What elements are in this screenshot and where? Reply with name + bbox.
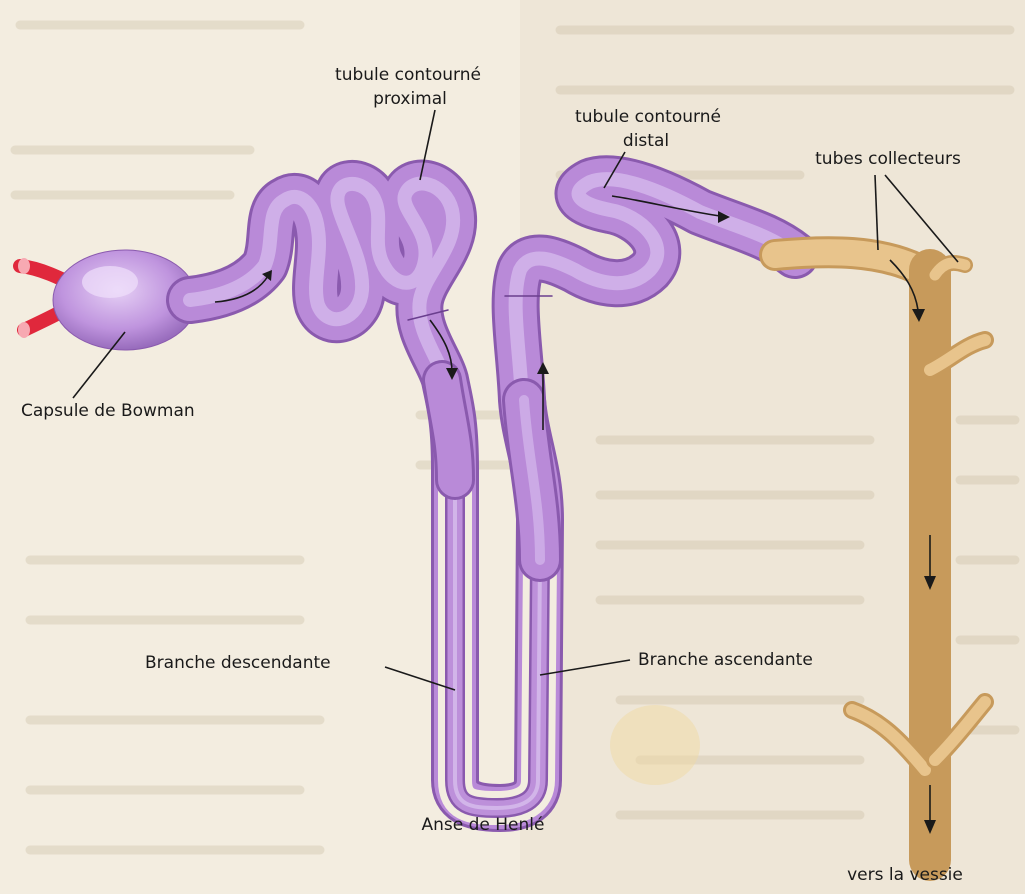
- label-anse-henle: Anse de Henlé: [422, 815, 545, 835]
- label-tubule-proximal-line2: proximal: [373, 89, 447, 109]
- label-tubule-distal-line1: tubule contourné: [575, 107, 721, 127]
- label-vers-vessie: vers la vessie: [847, 865, 963, 885]
- label-branche-ascendante: Branche ascendante: [638, 650, 813, 670]
- label-tubes-collecteurs: tubes collecteurs: [815, 149, 961, 169]
- label-tubule-distal-line2: distal: [623, 131, 669, 151]
- label-capsule-bowman: Capsule de Bowman: [21, 401, 195, 421]
- label-branche-descendante: Branche descendante: [145, 653, 331, 673]
- label-tubule-proximal-line1: tubule contourné: [335, 65, 481, 85]
- bowman-capsule-highlight: [82, 266, 138, 298]
